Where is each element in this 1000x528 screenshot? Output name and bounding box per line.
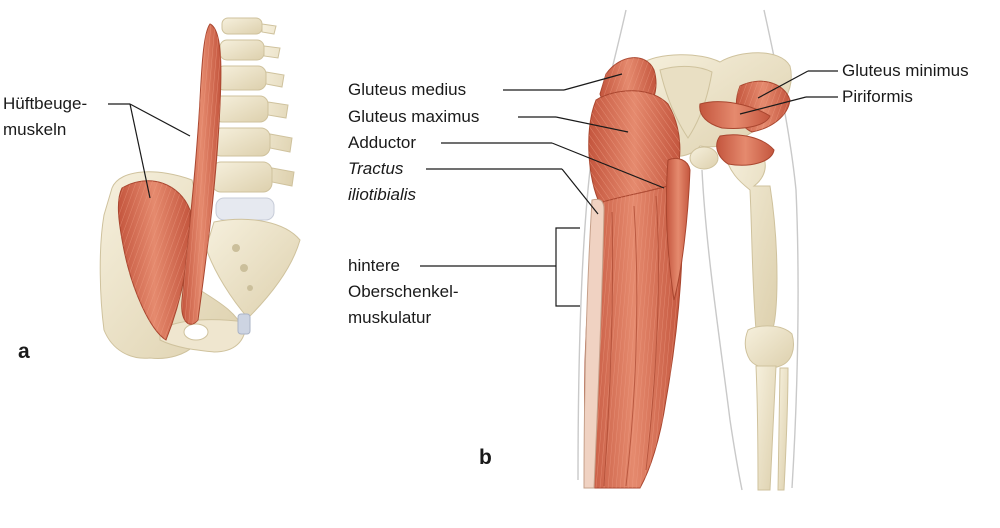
tractus-label-line2: iliotibialis: [348, 185, 417, 204]
hamstrings-bracket: [420, 227, 580, 307]
adductor-label: Adductor: [348, 133, 417, 152]
piriformis-muscle: [699, 101, 771, 129]
panel-b-letter: b: [479, 446, 492, 469]
gluteus-maximus-label: Gluteus maximus: [348, 107, 480, 126]
hamstrings-label-line1: hintere: [348, 256, 400, 275]
lumbar-spine: [211, 17, 295, 221]
hamstrings-label-line2: Oberschenkel-: [348, 282, 459, 301]
tractus-label-line1: Tractus: [348, 159, 404, 178]
right-femur: [723, 145, 794, 491]
gluteus-minimus-label: Gluteus minimus: [842, 61, 969, 80]
gluteus-medius-label: Gluteus medius: [348, 80, 467, 99]
panel-a-letter: a: [18, 340, 30, 363]
hip-flexors-label-line2: muskeln: [3, 120, 67, 139]
adductor-muscle: [665, 157, 691, 301]
sacrum: [205, 218, 301, 319]
deep-rotator-muscles: [716, 134, 775, 166]
piriformis-label: Piriformis: [842, 87, 913, 106]
tractus-iliotibialis: [583, 198, 605, 489]
hip-flexor-leader-lines: [108, 103, 191, 199]
hamstrings-label-line3: muskulatur: [348, 308, 432, 327]
panel-b-leader-lines: [426, 70, 838, 215]
hip-flexors-label-line1: Hüftbeuge-: [3, 94, 88, 113]
